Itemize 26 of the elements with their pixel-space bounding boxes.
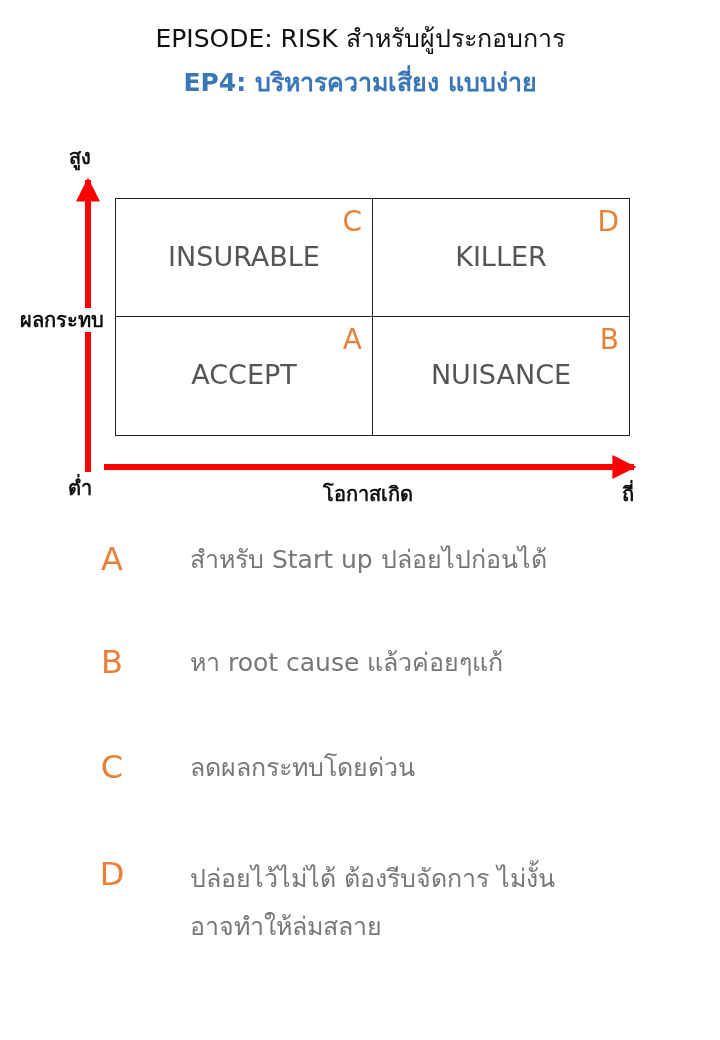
axis-label: สูง [68, 145, 92, 169]
quadrant-letter: A [342, 323, 362, 356]
quadrant-cell [372, 198, 630, 318]
quadrant-letter: D [597, 205, 619, 238]
risk-category: ACCEPT [190, 359, 298, 390]
quadrant-letter: C [99, 748, 125, 787]
description: ลดผลกระทบโดยด่วน [190, 753, 416, 783]
title: EPISODE: RISK สำหรับผู้ประกอบการ [154, 23, 566, 56]
quadrant-letter: B [599, 323, 619, 356]
risk-category: INSURABLE [167, 241, 321, 272]
risk-category: NUISANCE [429, 359, 573, 390]
description: ปล่อยไว้ไม่ได้ ต้องรีบจัดการ ไม่งั้น อาจทำให้ล่มสลาย [190, 855, 580, 950]
description: หา root cause แล้วค่อยๆแก้ [190, 648, 505, 678]
quadrant-cell [115, 316, 373, 436]
quadrant-letter: D [98, 855, 126, 894]
quadrant-cell [115, 198, 373, 318]
quadrant-cell [372, 316, 630, 436]
axis-label: ต่ำ [67, 476, 93, 500]
axis-label: ผลกระทบ [20, 308, 104, 332]
quadrant-letter: A [100, 540, 124, 579]
quadrant-letter: C [342, 205, 362, 238]
axis-label: โอกาสเกิด [322, 482, 414, 506]
risk-category: KILLER [454, 241, 548, 272]
quadrant-letter: B [100, 643, 124, 682]
description: สำหรับ Start up ปล่อยไปก่อนได้ [190, 545, 548, 575]
axis-label: ถี่ [621, 482, 635, 506]
